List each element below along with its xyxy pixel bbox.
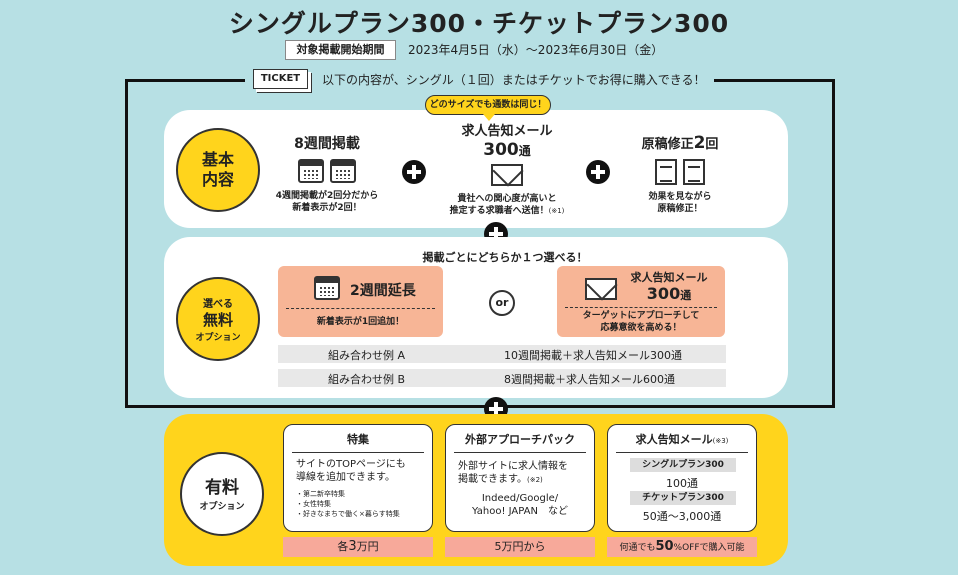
free-option-circle: 選べる 無料 オプション — [176, 277, 260, 361]
same-count-bubble: どのサイズでも通数は同じ！ — [425, 95, 551, 121]
ticket-icon: TICKET — [253, 69, 308, 89]
paid-feature-card: 特集 サイトのTOPページにも 導線を追加できます。 ・第二新卒特集 ・女性特集… — [283, 424, 433, 532]
ticket-text: 以下の内容が、シングル（１回）またはチケットでお得に購入できる！ — [322, 72, 706, 87]
paid-mail-card: 求人告知メール(※3) シングルプラン300 100通 チケットプラン300 5… — [607, 424, 757, 532]
combo-row: 組み合わせ例 A 10週間掲載＋求人告知メール300通 — [278, 345, 726, 363]
plus-icon — [402, 160, 426, 184]
mail-price: 何通でも50%OFFで購入可能 — [607, 537, 757, 557]
combo-row: 組み合わせ例 B 8週間掲載＋求人告知メール600通 — [278, 369, 726, 387]
ticket-header: TICKET 以下の内容が、シングル（１回）またはチケットでお得に購入できる！ — [245, 67, 714, 91]
external-price: 5万円から — [445, 537, 595, 557]
or-badge: or — [489, 290, 515, 316]
feature-price: 各3万円 — [283, 537, 433, 557]
calendar-icon — [314, 276, 340, 300]
calendar-icon — [298, 159, 325, 183]
paid-external-card: 外部アプローチパック 外部サイトに求人情報を 掲載できます。(※2) Indee… — [445, 424, 595, 532]
edit-document-icon — [682, 159, 705, 185]
edit-document-icon — [655, 159, 678, 185]
basic-circle: 基本 内容 — [176, 128, 260, 212]
basic-item-8weeks: 8週間掲載 4週間掲載が2回分だから 新着表示が2回！ — [275, 136, 379, 213]
period-text: 2023年4月5日（水）～2023年6月30日（金） — [408, 43, 664, 57]
free-heading: 掲載ごとにどちらか１つ選べる！ — [422, 251, 588, 264]
option-mail: 求人告知メール 300通 ターゲットにアプローチして 応募意欲を高める！ — [557, 266, 725, 337]
basic-item-revision: 原稿修正2回 効果を見ながら 原稿修正！ — [641, 133, 719, 214]
page-title: シングルプラン300・チケットプラン300 — [228, 9, 730, 38]
mail-icon — [585, 278, 617, 300]
period-label: 対象掲載開始期間 — [285, 40, 396, 60]
mail-icon — [491, 164, 523, 186]
option-extend: 2週間延長 新着表示が1回追加！ — [278, 266, 443, 337]
basic-item-mail: 求人告知メール 300通 貴社への関心度が高いと 推定する求職者へ送信！(※1) — [449, 124, 565, 216]
calendar-icon — [329, 159, 356, 183]
paid-option-circle: 有料 オプション — [180, 452, 264, 536]
plus-icon — [586, 160, 610, 184]
